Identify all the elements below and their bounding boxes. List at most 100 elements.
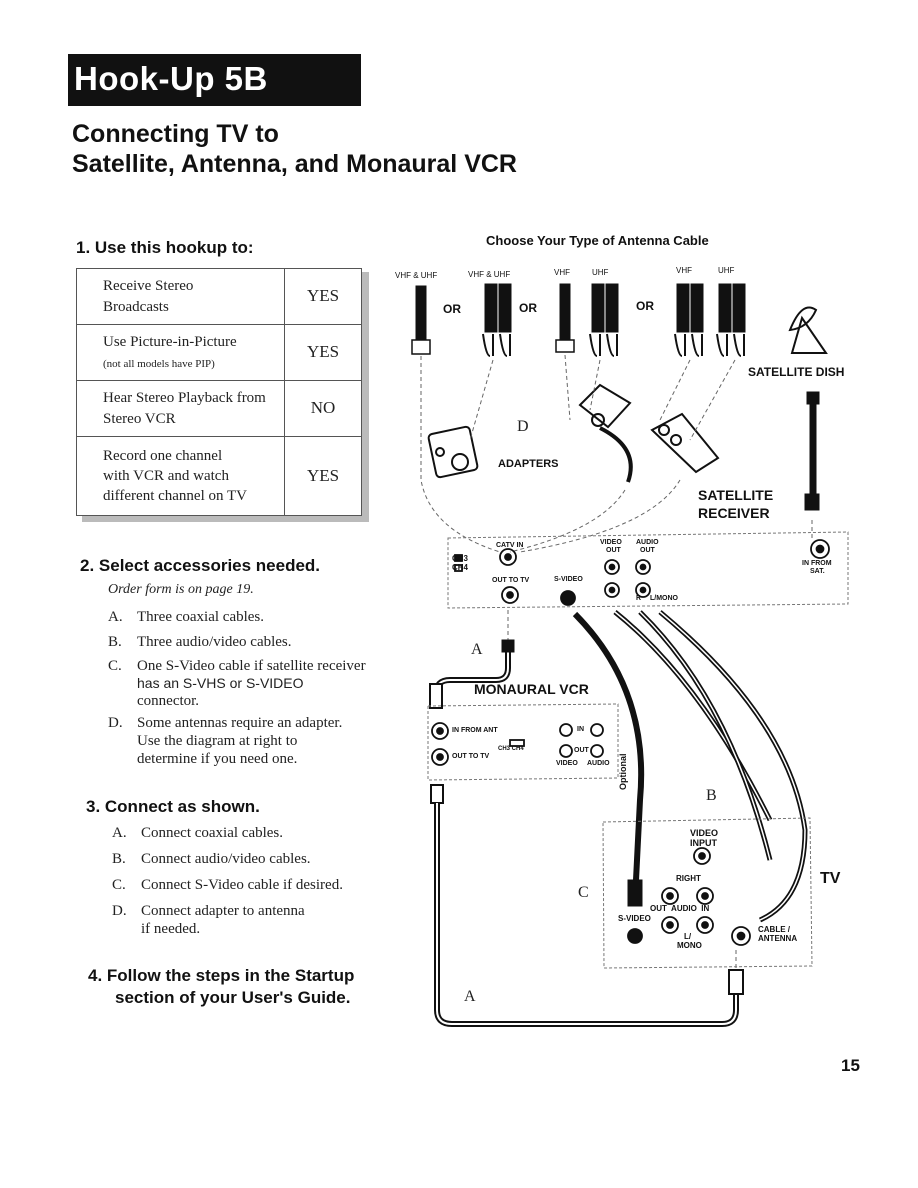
label-uhf: UHF <box>592 268 609 277</box>
row-text: Use Picture-in-Picture <box>103 334 237 351</box>
label-vhf-uhf: VHF & UHF <box>468 270 511 279</box>
row-text: Record one channel <box>103 447 223 464</box>
r-label: R <box>636 595 642 602</box>
label-vhf: VHF <box>554 268 570 277</box>
tv-panel <box>602 817 813 969</box>
in-from-sat-label: SAT. <box>810 568 825 575</box>
item-letter: A. <box>108 609 123 625</box>
video-out-label: VIDEO <box>600 539 622 546</box>
item-letter: D. <box>108 715 123 731</box>
optional-label: Optional <box>618 753 628 791</box>
monaural-vcr-label: MONAURAL VCR <box>474 681 589 697</box>
item-text: Connect adapter to antenna <box>141 903 305 919</box>
step2-heading: 2. Select accessories needed. <box>80 556 321 575</box>
s-video-label: S-VIDEO <box>554 576 583 583</box>
item-text: Three coaxial cables. <box>137 609 265 625</box>
item-letter: B. <box>108 634 122 650</box>
order-note: Order form is on page 19. <box>108 582 254 597</box>
adapters-label: ADAPTERS <box>498 458 559 470</box>
list-item: B. Connect audio/video cables. <box>112 850 311 868</box>
list-item: A. Three coaxial cables. <box>108 608 378 626</box>
item-text: determine if you need one. <box>137 751 298 767</box>
table-shadow <box>362 272 369 522</box>
row-answer: YES <box>284 436 362 516</box>
item-letter: C. <box>112 877 126 893</box>
antenna-cable-icons <box>411 283 746 357</box>
list-item: C. One S-Video cable if satellite receiv… <box>108 657 378 710</box>
item-text: One S-Video cable if satellite receiver <box>137 658 366 674</box>
label-b: B <box>706 787 717 804</box>
out-to-tv-label: OUT TO TV <box>492 577 530 584</box>
hookup-title: Hook-Up 5B <box>74 60 268 97</box>
row-answer: YES <box>284 267 362 326</box>
video-input-label: INPUT <box>690 838 717 848</box>
satellite-dish-label: SATELLITE DISH <box>748 365 845 379</box>
item-text: Connect audio/video cables. <box>141 851 311 867</box>
cable-antenna-label: ANTENNA <box>758 934 798 943</box>
row-text: Receive Stereo <box>103 278 194 295</box>
guide-lines <box>420 354 813 968</box>
vcr-panel <box>427 703 619 781</box>
or-label: OR <box>443 302 461 316</box>
tv-label: TV <box>820 870 841 887</box>
audio-out-label: AUDIO <box>636 539 659 546</box>
list-item: A. Connect coaxial cables. <box>112 824 283 842</box>
item-letter: C. <box>108 658 122 674</box>
step1-heading: 1. Use this hookup to: <box>76 238 254 257</box>
page-title-line2: Satellite, Antenna, and Monaural VCR <box>72 150 517 178</box>
item-letter: A. <box>112 825 127 841</box>
row-text: Stereo VCR <box>103 410 176 427</box>
antenna-cable-heading: Choose Your Type of Antenna Cable <box>486 233 709 248</box>
row-answer: NO <box>284 380 362 438</box>
list-item: C. Connect S-Video cable if desired. <box>112 876 343 894</box>
vcr-jacks <box>431 722 604 766</box>
coax-cable-a <box>429 639 515 709</box>
table-row: Record one channel with VCR and watch diff… <box>76 436 362 516</box>
label-vhf: VHF <box>676 266 692 275</box>
s-video-cable-c <box>572 611 645 907</box>
item-text: Three audio/video cables. <box>137 634 292 650</box>
label-d: D <box>517 418 529 435</box>
table-shadow <box>82 515 369 522</box>
cable-antenna-label: CABLE / <box>758 925 790 934</box>
catv-in-label: CATV IN <box>496 542 524 549</box>
receiver-jacks <box>454 539 830 606</box>
list-item: B. Three audio/video cables. <box>108 633 378 651</box>
in-from-sat-label: IN FROM <box>802 560 832 567</box>
page-title-line1: Connecting TV to <box>72 120 279 148</box>
ch3-label: CH3 <box>452 554 469 563</box>
out-audio-in-label: OUT AUDIO IN <box>650 904 710 913</box>
row-text: different channel on TV <box>103 488 247 505</box>
item-letter: D. <box>112 903 127 919</box>
list-item: D. Some antennas require an adapter. Use… <box>108 714 378 768</box>
vcr-audio-label: AUDIO <box>587 760 610 767</box>
page-number: 15 <box>841 1056 860 1075</box>
satellite-receiver-label: SATELLITE <box>698 487 774 503</box>
satellite-dish-icon <box>788 306 828 354</box>
row-text: with VCR and watch <box>103 467 229 484</box>
item-text: connector. <box>137 692 200 709</box>
label-a: A <box>471 641 483 658</box>
video-out-label: OUT <box>606 547 621 554</box>
item-text: has an S-VHS or S-VIDEO <box>137 675 304 691</box>
ch3-ch4-label: CH3 CH4 <box>498 746 524 752</box>
item-text: Connect coaxial cables. <box>141 825 284 841</box>
or-label: OR <box>519 301 537 315</box>
coax-cable-satellite <box>804 391 820 511</box>
av-cables-b <box>613 610 808 923</box>
item-text: if needed. <box>141 921 201 937</box>
vcr-in-label: IN <box>577 726 584 733</box>
tv-jacks <box>627 847 751 946</box>
label-a-bottom: A <box>464 988 476 1005</box>
audio-out-label: OUT <box>640 547 655 554</box>
row-text: Broadcasts <box>103 298 169 315</box>
video-input-label: VIDEO <box>690 828 719 838</box>
list-item: D. Connect adapter to antenna if needed. <box>112 902 305 938</box>
step4-line1: 4. Follow the steps in the Startup <box>88 966 355 985</box>
l-mono-label: L/MONO <box>650 595 678 602</box>
in-from-ant-label: IN FROM ANT <box>452 727 498 734</box>
